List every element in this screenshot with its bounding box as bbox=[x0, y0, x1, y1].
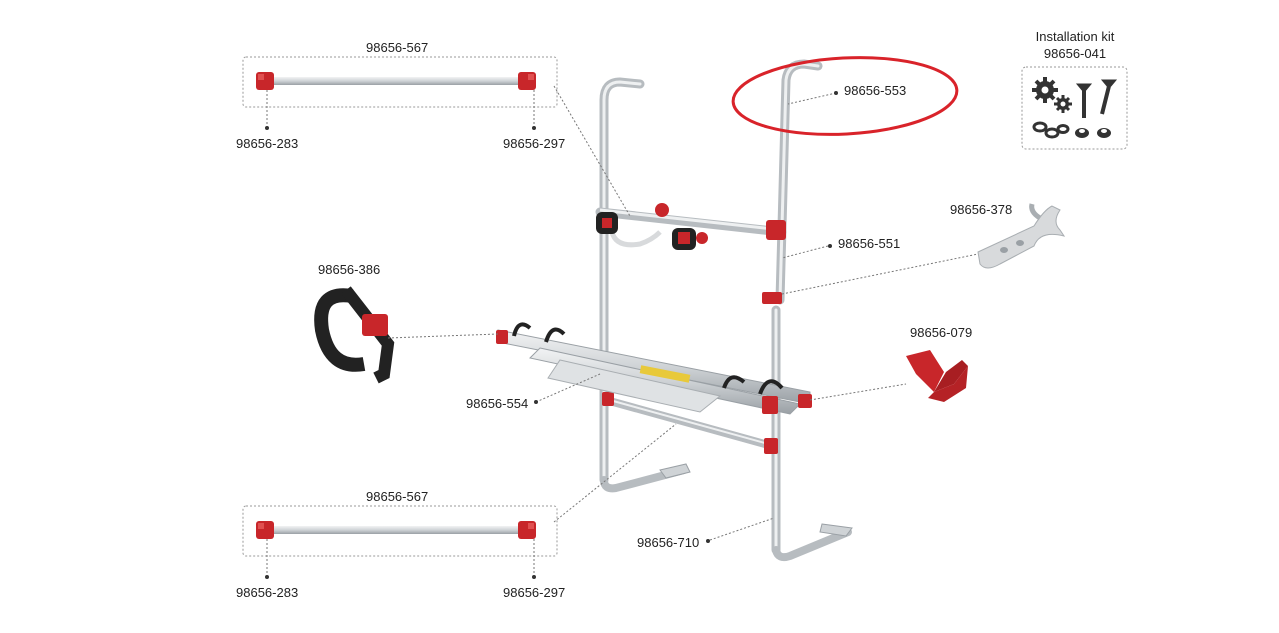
label-rail-top: 98656-567 bbox=[366, 40, 429, 55]
bottom-rail-tube bbox=[270, 526, 532, 534]
label-lower-frame: 98656-710 bbox=[637, 535, 700, 550]
bottom-rail-box bbox=[242, 505, 558, 557]
top-rail-box bbox=[242, 56, 558, 108]
installation-kit-code: 98656-041 bbox=[1043, 46, 1107, 61]
tray-wheel-straps bbox=[512, 322, 784, 395]
label-tray: 98656-554 bbox=[466, 396, 529, 411]
strap-buckle bbox=[362, 314, 388, 336]
upper-cross-bar bbox=[595, 207, 787, 237]
tray-end-caps bbox=[496, 330, 812, 414]
top-rail-end-cap-left bbox=[256, 72, 274, 90]
label-upper-frame: 98656-553 bbox=[844, 83, 907, 98]
rack-frame bbox=[595, 59, 853, 562]
label-rail-top-cap-left: 98656-283 bbox=[236, 136, 299, 151]
label-rail-bottom-cap-left: 98656-283 bbox=[236, 585, 299, 600]
installation-kit-group bbox=[1021, 66, 1128, 150]
nut-icon bbox=[1075, 128, 1111, 138]
bottom-rail-end-cap-right bbox=[518, 521, 536, 539]
tray-rail-front bbox=[528, 347, 802, 415]
label-rail-bottom: 98656-567 bbox=[366, 489, 429, 504]
top-rail-group bbox=[242, 56, 558, 108]
label-strap: 98656-386 bbox=[318, 262, 381, 277]
highlight-ellipse bbox=[731, 56, 959, 136]
lower-brace-clamp-right bbox=[764, 438, 778, 454]
lower-right-leg bbox=[772, 528, 852, 562]
leader-lines bbox=[266, 85, 979, 577]
label-clamp: 98656-378 bbox=[950, 202, 1013, 217]
upper-bar-clamp-right bbox=[766, 220, 786, 240]
side-frame-clamp bbox=[762, 292, 782, 304]
top-rail-end-cap-right bbox=[518, 72, 536, 90]
installation-kit-title: Installation kit bbox=[1035, 29, 1115, 44]
label-rail-bottom-cap-right: 98656-297 bbox=[503, 585, 566, 600]
upper-bike-holders bbox=[596, 203, 708, 250]
right-upright-tube bbox=[771, 59, 823, 555]
holder-part bbox=[906, 350, 968, 402]
screw-icon bbox=[1075, 79, 1118, 118]
chain-link-icon bbox=[1032, 121, 1070, 139]
lower-brace-clamp-left bbox=[602, 392, 614, 406]
tray-support-plate bbox=[547, 359, 722, 413]
label-rail-top-cap-right: 98656-297 bbox=[503, 136, 566, 151]
label-holder: 98656-079 bbox=[910, 325, 973, 340]
bike-tray bbox=[496, 322, 812, 415]
label-side-frame: 98656-551 bbox=[838, 236, 901, 251]
strap-part bbox=[314, 286, 395, 384]
bottom-rail-end-cap-left bbox=[256, 521, 274, 539]
bottom-rail-group bbox=[242, 505, 558, 557]
tray-sticker bbox=[639, 365, 691, 383]
left-upright-tube bbox=[599, 77, 645, 485]
leader-dots bbox=[265, 91, 838, 579]
strap-loop bbox=[314, 288, 366, 372]
top-rail-tube bbox=[270, 77, 532, 85]
installation-kit-box bbox=[1021, 66, 1128, 150]
gear-icon bbox=[1032, 77, 1072, 113]
clamp-part bbox=[977, 203, 1066, 269]
